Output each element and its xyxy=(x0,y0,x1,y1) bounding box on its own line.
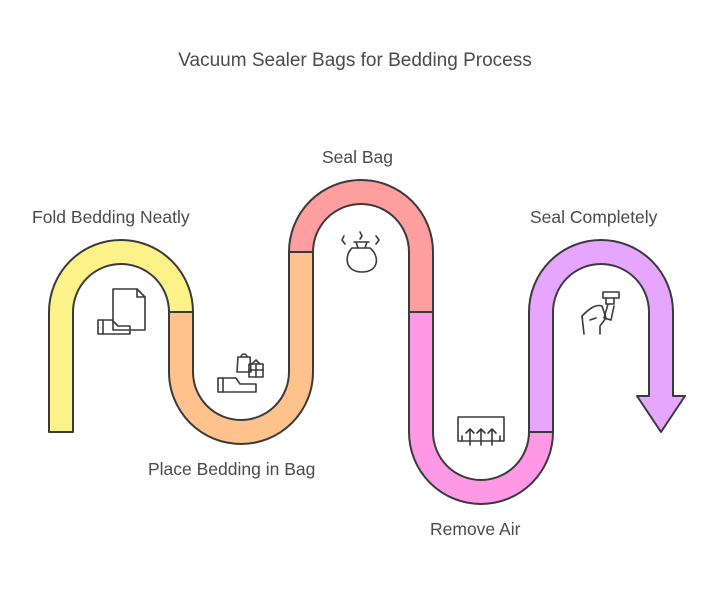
diagram-title: Vacuum Sealer Bags for Bedding Process xyxy=(178,50,532,71)
bedding-in-bag-icon xyxy=(217,353,264,393)
step-label-remove-air: Remove Air xyxy=(430,519,521,539)
segment-remove-air xyxy=(408,311,554,505)
segment-fold-bedding xyxy=(48,239,194,433)
remove-air-icon xyxy=(457,416,505,446)
segment-seal-completely xyxy=(528,239,686,433)
segment-place-bedding xyxy=(168,251,314,445)
step-label-fold-bedding: Fold Bedding Neatly xyxy=(32,207,190,227)
hand-sealing-icon xyxy=(581,291,620,335)
segment-seal-bag xyxy=(288,179,434,313)
folded-bedding-icon xyxy=(97,288,146,335)
step-label-place-bedding: Place Bedding in Bag xyxy=(148,459,316,479)
step-label-seal-completely: Seal Completely xyxy=(530,207,658,227)
step-label-seal-bag: Seal Bag xyxy=(322,147,394,167)
sealed-bag-icon xyxy=(341,231,380,273)
